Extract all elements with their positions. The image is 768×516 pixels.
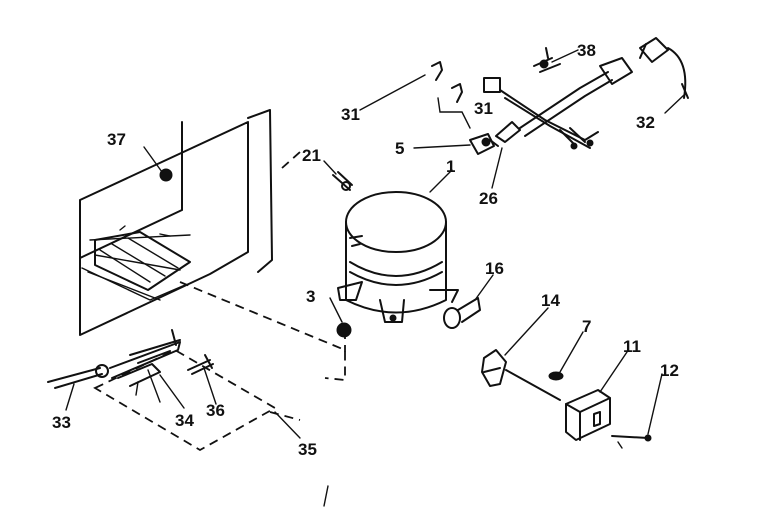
clip-36 bbox=[187, 354, 214, 375]
grommet-37 bbox=[159, 168, 173, 182]
callout-12: 12 bbox=[660, 361, 679, 380]
wire-harness bbox=[483, 57, 633, 150]
grommet-7 bbox=[548, 371, 564, 381]
connector-26 bbox=[489, 121, 521, 147]
callout-35: 35 bbox=[298, 440, 317, 459]
tube-33 bbox=[47, 341, 181, 389]
cover-11 bbox=[565, 389, 611, 441]
base-pan-35 bbox=[93, 348, 301, 452]
overload-16 bbox=[443, 297, 481, 329]
cabinet-compartment bbox=[79, 109, 273, 336]
callout-14: 14 bbox=[541, 291, 560, 310]
callout-37: 37 bbox=[107, 130, 126, 149]
callout-34: 34 bbox=[175, 411, 194, 430]
callout-16: 16 bbox=[485, 259, 504, 278]
capacitor-14 bbox=[481, 349, 561, 401]
stud-21 bbox=[332, 171, 353, 191]
clip-38 bbox=[533, 47, 561, 73]
callout-33: 33 bbox=[52, 413, 71, 432]
callout-3: 3 bbox=[306, 287, 315, 306]
power-cord-32 bbox=[639, 37, 689, 99]
callout-36: 36 bbox=[206, 401, 225, 420]
callout-5: 5 bbox=[395, 139, 404, 158]
dashed-leaders bbox=[179, 151, 346, 381]
callout-21: 21 bbox=[302, 146, 321, 165]
compressor-1 bbox=[337, 191, 459, 323]
callout-26: 26 bbox=[479, 189, 498, 208]
screw-31-upper bbox=[431, 61, 443, 81]
callout-1: 1 bbox=[446, 157, 455, 176]
callout-31-upper: 31 bbox=[341, 105, 360, 124]
screw-12 bbox=[611, 434, 652, 449]
screw-31-lower bbox=[437, 83, 471, 129]
callout-labels: 37 21 1 31 31 5 26 38 32 3 16 14 7 11 12… bbox=[52, 41, 679, 459]
bracket-34 bbox=[117, 329, 181, 403]
callout-38: 38 bbox=[577, 41, 596, 60]
grommet-3 bbox=[336, 322, 352, 338]
leader-lines bbox=[65, 49, 685, 507]
callout-7: 7 bbox=[582, 317, 591, 336]
callout-31-lower: 31 bbox=[474, 99, 493, 118]
relay-5 bbox=[469, 133, 495, 155]
callout-11: 11 bbox=[623, 337, 641, 356]
callout-32: 32 bbox=[636, 113, 655, 132]
